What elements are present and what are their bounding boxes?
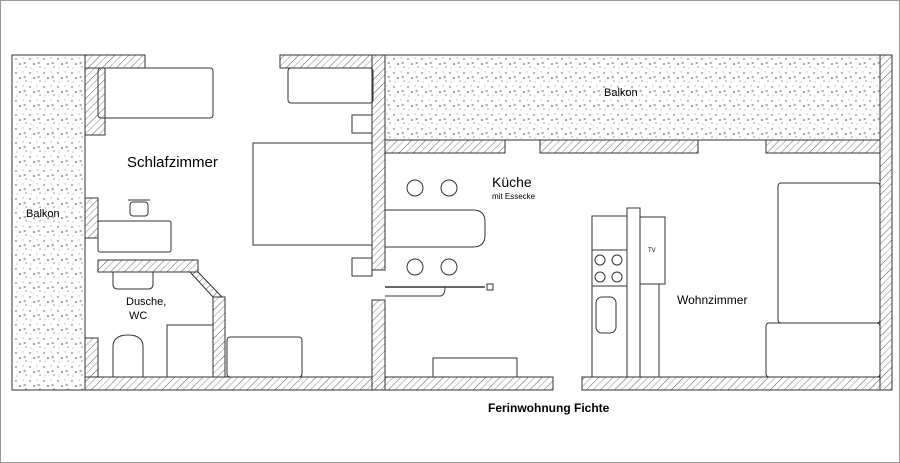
room-label-balkon-left: Balkon <box>26 208 60 220</box>
room-label-kueche: Küche <box>492 174 532 190</box>
tv-label: TV <box>648 248 656 254</box>
room-label-wc: WC <box>129 310 148 322</box>
plan-title: Ferinwohnung Fichte <box>488 401 610 415</box>
room-label-kueche-sub: mit Essecke <box>492 192 536 201</box>
room-label-wohnzimmer: Wohnzimmer <box>677 293 748 307</box>
walls <box>84 54 881 391</box>
balcony-left <box>11 54 86 391</box>
balcony-top <box>384 54 881 141</box>
room-label-dusche: Dusche, <box>126 296 167 308</box>
room-label-balkon-top: Balkon <box>604 87 638 99</box>
room-label-schlafzimmer: Schlafzimmer <box>127 154 218 171</box>
